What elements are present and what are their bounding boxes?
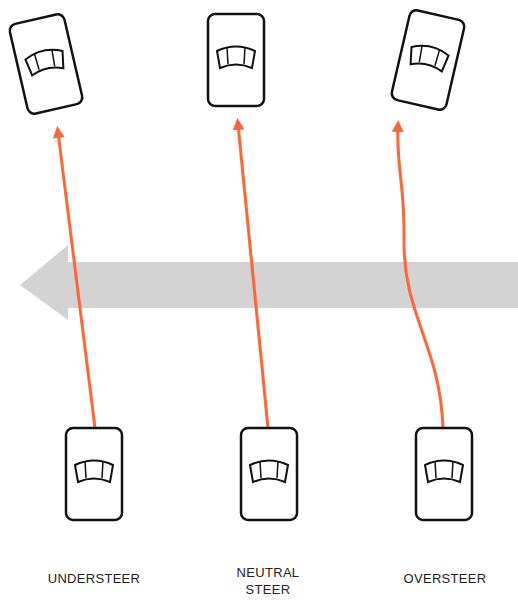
car bbox=[416, 428, 472, 520]
car bbox=[8, 13, 83, 115]
path-line bbox=[398, 126, 443, 428]
steer-label: UNDERSTEER bbox=[29, 570, 159, 587]
path-line bbox=[238, 124, 268, 428]
steer-label: NEUTRAL STEER bbox=[228, 564, 308, 598]
car bbox=[208, 14, 264, 106]
steer-label: OVERSTEER bbox=[380, 570, 510, 587]
car bbox=[390, 9, 465, 111]
wind-arrow bbox=[20, 245, 518, 320]
car bbox=[241, 428, 297, 520]
car bbox=[66, 428, 122, 520]
path-line bbox=[58, 132, 95, 428]
